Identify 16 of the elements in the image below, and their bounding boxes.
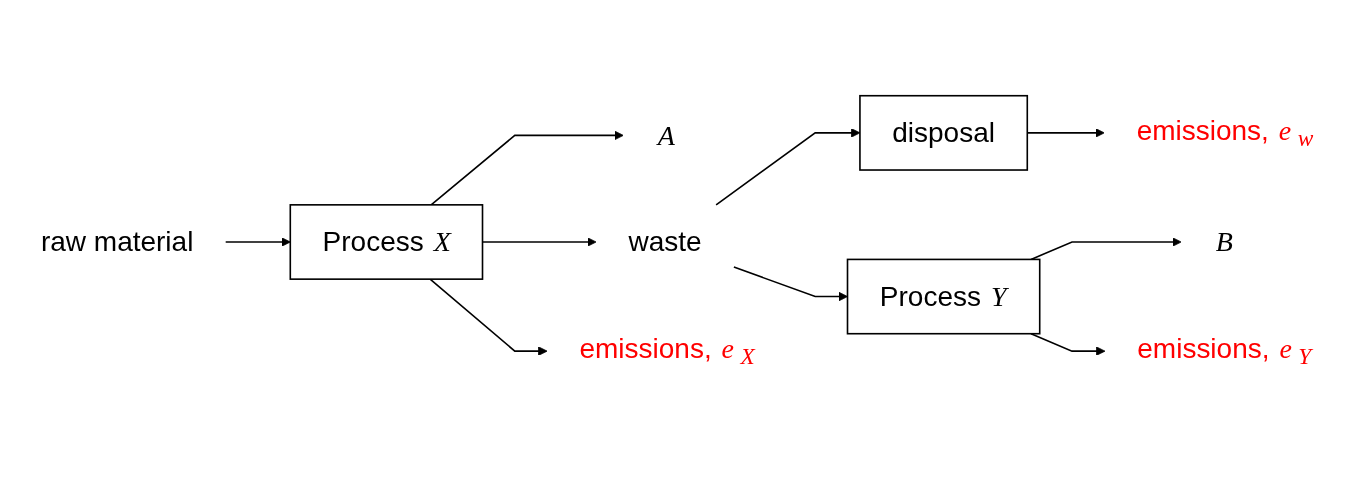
node-text: emissions, e$_{w}$	[1136, 113, 1314, 152]
node-text: A	[657, 119, 675, 152]
node-box: Process Y	[846, 258, 1041, 335]
node-box: disposal	[859, 94, 1029, 171]
node-text: raw material	[40, 225, 194, 258]
arrow	[224, 237, 291, 247]
node-text: emissions, e$_{X}$	[579, 331, 755, 370]
arrow	[1030, 237, 1182, 261]
node-text: waste	[628, 225, 702, 258]
arrow	[733, 266, 848, 302]
arrow	[429, 278, 548, 356]
node-text: emissions, e$_{Y}$	[1137, 331, 1312, 370]
node-text: B	[1215, 226, 1233, 258]
arrow	[430, 130, 624, 206]
arrow	[1030, 332, 1106, 356]
node-box: Process X	[289, 204, 484, 280]
